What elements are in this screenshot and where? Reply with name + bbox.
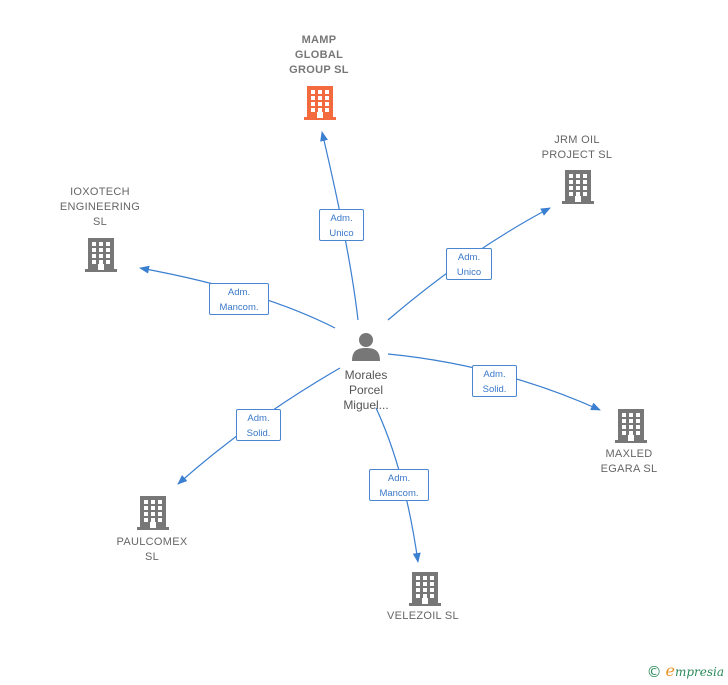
relation-label-line: Adm. [330, 213, 353, 224]
building-icon[interactable] [408, 570, 442, 611]
relation-label-line: Unico [329, 228, 354, 239]
relation-label-line: Adm. [227, 287, 251, 298]
building-icon[interactable] [136, 494, 170, 535]
company-label-line: ENGINEERING [59, 201, 141, 213]
relation-label-line: Mancom. [379, 488, 419, 499]
relation-label-paulcomex[interactable]: Adm. Solid. [236, 409, 281, 441]
company-label-line: GLOBAL [294, 49, 344, 61]
company-label-line: SL [92, 216, 108, 228]
company-label-line: EGARA SL [600, 463, 658, 475]
company-label-line: PROJECT SL [541, 149, 613, 161]
company-label-line: IOXOTECH [70, 186, 130, 198]
building-icon[interactable] [561, 168, 595, 209]
relation-label-ioxotech[interactable]: Adm. Mancom. [209, 283, 269, 315]
relation-label-line: Unico [456, 267, 482, 278]
brand-initial: e [665, 661, 675, 680]
building-icon[interactable] [614, 407, 648, 448]
building-icon[interactable] [303, 84, 337, 125]
relation-label-line: Adm. [457, 252, 481, 263]
relation-label-line: Solid. [246, 428, 271, 439]
building-icon[interactable] [84, 236, 118, 277]
center-label-line: Miguel... [343, 398, 389, 412]
relation-label-velezoil[interactable]: Adm. Mancom. [369, 469, 429, 501]
person-icon[interactable] [349, 331, 383, 363]
relation-label-mamp[interactable]: Adm. Unico [319, 209, 364, 241]
company-label-line: VELEZOIL SL [387, 610, 459, 622]
company-label-line: MAXLED [605, 448, 653, 460]
brand-name: mpresia [674, 665, 724, 679]
relation-label-line: Adm. [483, 369, 506, 380]
company-label-maxled[interactable]: MAXLED EGARA SL [569, 447, 689, 477]
company-label-mamp[interactable]: MAMP GLOBAL GROUP SL [259, 33, 379, 78]
copyright-icon: © [646, 663, 662, 681]
company-label-line: PAULCOMEX [116, 536, 188, 548]
company-label-line: SL [144, 551, 160, 563]
company-label-line: MAMP [301, 34, 337, 46]
relation-label-line: Solid. [482, 384, 507, 395]
relation-label-line: Adm. [387, 473, 411, 484]
relation-label-line: Mancom. [219, 302, 259, 313]
company-label-line: JRM OIL [554, 134, 600, 146]
relation-label-maxled[interactable]: Adm. Solid. [472, 365, 517, 397]
company-label-line: GROUP SL [289, 64, 349, 76]
company-label-paulcomex[interactable]: PAULCOMEX SL [92, 535, 212, 565]
company-label-velezoil[interactable]: VELEZOIL SL [363, 609, 483, 624]
center-label-line: Morales [344, 368, 388, 382]
center-label-line: Porcel [348, 383, 383, 397]
relation-label-jrm[interactable]: Adm. Unico [446, 248, 492, 280]
company-label-jrm[interactable]: JRM OIL PROJECT SL [517, 133, 637, 163]
relation-label-line: Adm. [247, 413, 270, 424]
footer-brand: © empresia [647, 661, 724, 681]
company-label-ioxotech[interactable]: IOXOTECH ENGINEERING SL [40, 185, 160, 230]
center-person-label[interactable]: Morales Porcel Miguel... [321, 368, 411, 413]
